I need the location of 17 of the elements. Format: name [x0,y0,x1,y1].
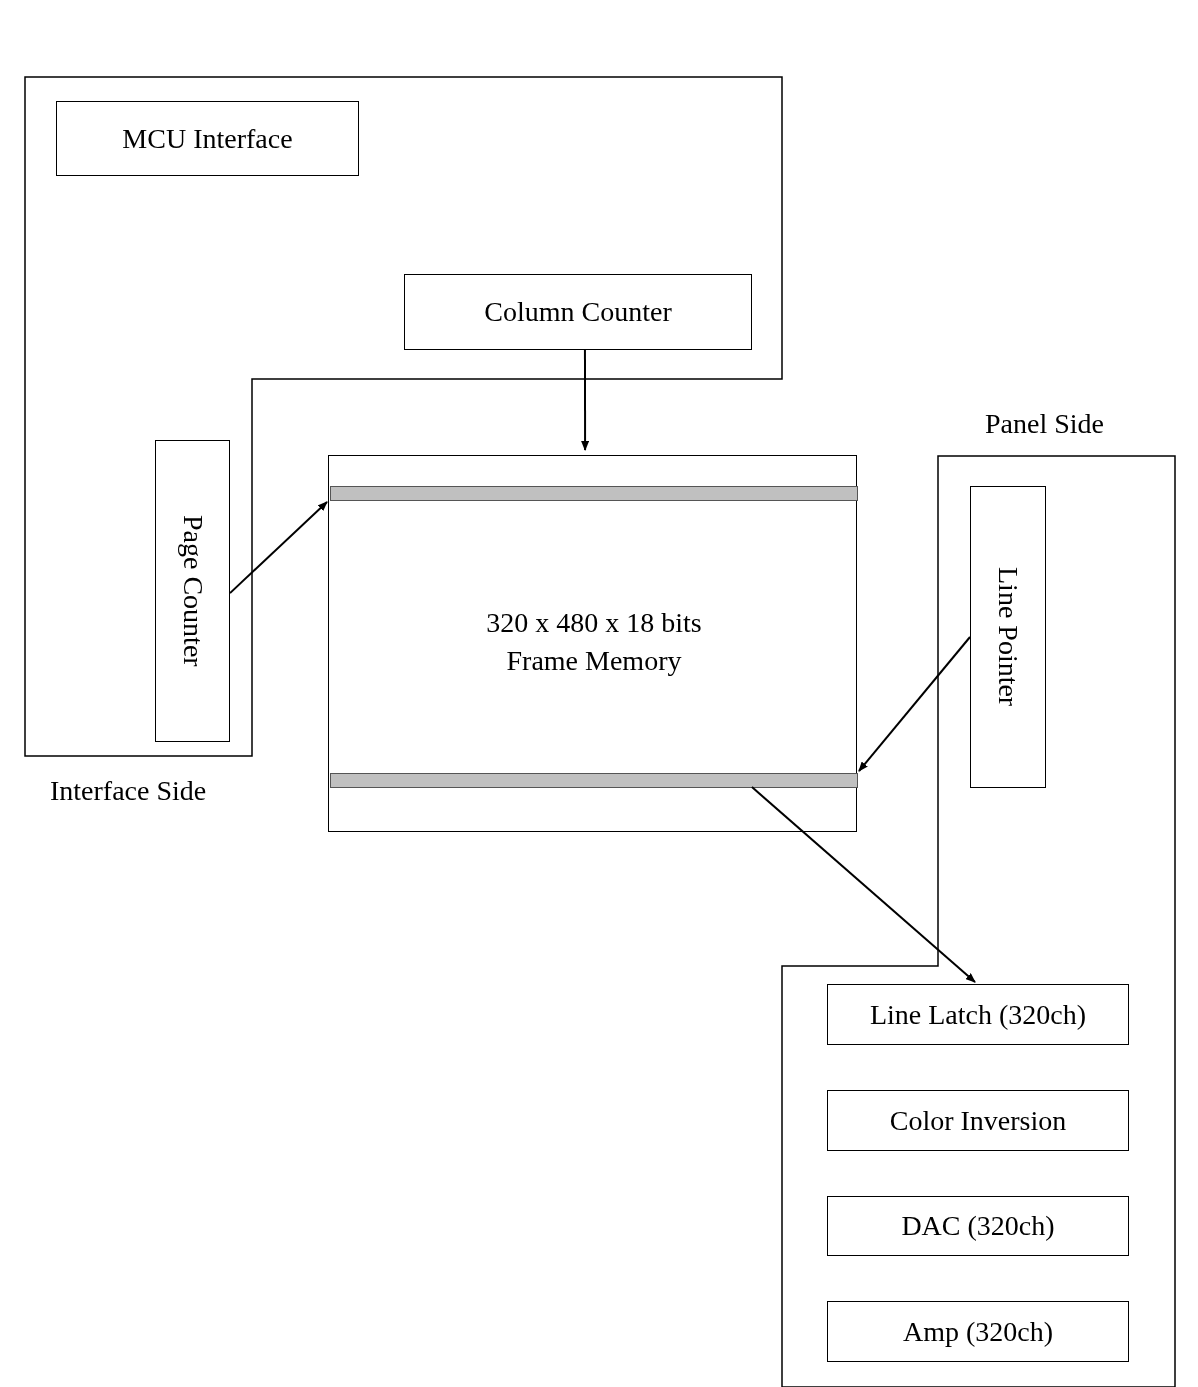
arrow [581,349,590,451]
function-block: Page Counter [155,440,230,742]
function-block: Column Counter [404,274,752,350]
line-buffer-bar [330,486,858,501]
function-block: Line Pointer [970,486,1046,788]
memory-label: 320 x 480 x 18 bits Frame Memory [485,606,703,678]
line-buffer-bar [330,773,858,788]
memory-block [328,455,857,832]
function-block: Line Latch (320ch) [827,984,1129,1045]
arrow [858,636,971,772]
arrow [750,786,976,983]
function-block: MCU Interface [56,101,359,176]
region-label: Interface Side [50,775,207,807]
function-block: Amp (320ch) [827,1301,1129,1362]
region-label: Panel Side [985,408,1104,440]
function-block: Color Inversion [827,1090,1129,1151]
function-block: DAC (320ch) [827,1196,1129,1256]
